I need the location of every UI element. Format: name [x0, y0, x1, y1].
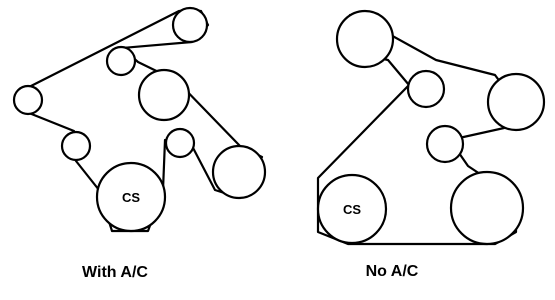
- crankshaft-pulley: [95, 161, 167, 233]
- crankshaft-label: CS: [343, 202, 361, 217]
- ac-compressor-pulley: [211, 144, 267, 200]
- idler-pulley: [425, 124, 465, 164]
- idler-pulley-top: [335, 9, 395, 69]
- alternator-pulley: [486, 72, 546, 132]
- idler-pulley-left: [12, 84, 44, 116]
- diagram-caption: No A/C: [366, 263, 419, 280]
- diagram-no-ac: CS No A/C: [316, 9, 546, 280]
- tensioner-pulley: [60, 130, 92, 162]
- crankshaft-pulley: [316, 173, 388, 245]
- crankshaft-label: CS: [122, 190, 140, 205]
- alternator-pulley: [137, 68, 191, 122]
- power-steering-pulley: [449, 170, 525, 246]
- diagram-caption: With A/C: [82, 264, 148, 281]
- diagram-with-ac: CS With A/C: [12, 6, 267, 281]
- idler-pulley-right: [164, 127, 196, 159]
- idler-pulley-upper-left: [105, 45, 137, 77]
- idler-pulley-top: [171, 6, 209, 44]
- tensioner-pulley: [406, 69, 446, 109]
